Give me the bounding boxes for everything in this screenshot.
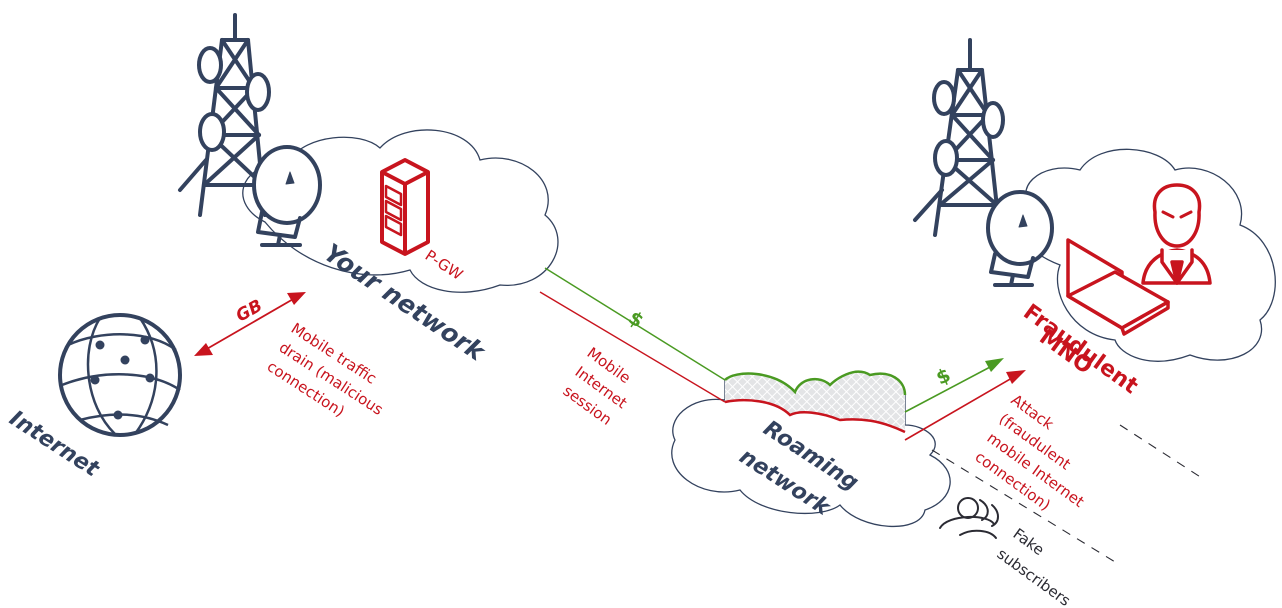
mobile-session-label: Mobile Internet session	[560, 344, 634, 429]
laptop-icon	[1066, 238, 1170, 336]
traffic-drain-label: Mobile traffic drain (malicious connecti…	[264, 319, 387, 420]
hacker-icon	[1141, 183, 1212, 285]
globe-icon	[58, 313, 182, 437]
dollar-sign-2: $	[933, 364, 954, 390]
fake-subscribers-label: Fake subscribers	[994, 525, 1074, 608]
dashed-lines	[931, 424, 1206, 566]
users-icon	[939, 497, 999, 539]
gb-arrowhead-up	[287, 292, 306, 305]
roaming-cloud-hatch	[725, 371, 905, 432]
roaming-green-edge	[724, 370, 907, 396]
red-session-line	[539, 291, 726, 403]
dollar-sign-1: $	[624, 307, 647, 333]
green-outlink-line	[904, 365, 993, 413]
green-arrowhead	[985, 358, 1004, 372]
gb-arrowhead-down	[194, 343, 213, 356]
roaming-red-edge	[724, 399, 906, 434]
server-icon	[380, 158, 430, 256]
gb-arrow-line	[204, 297, 296, 351]
satellite-dish-icon-right	[986, 190, 1054, 287]
attack-label: Attack (fraudulent mobile Internet conne…	[972, 391, 1088, 515]
satellite-dish-icon	[252, 145, 322, 247]
gb-label: GB	[233, 296, 266, 327]
green-link-line	[544, 267, 726, 381]
radio-tower-icon-right	[913, 38, 1005, 237]
red-attack-arrowhead	[1006, 370, 1026, 384]
red-attack-line	[904, 377, 1013, 441]
